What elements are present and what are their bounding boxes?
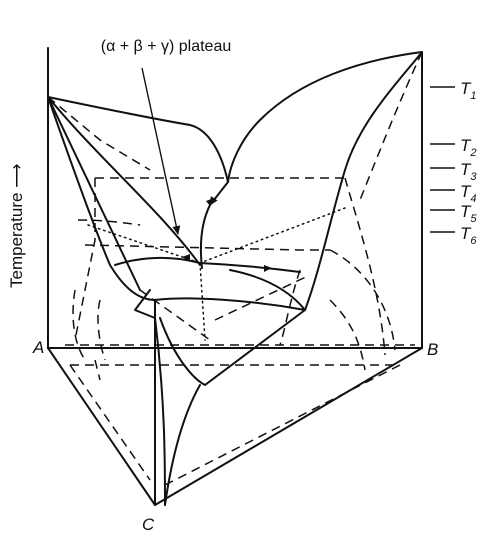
inner-dash-cross — [140, 290, 210, 340]
temperature-ticks: T1 T2 T3 T4 T5 T6 — [430, 79, 477, 247]
inner-arc-2 — [98, 300, 105, 360]
front-surface-2 — [155, 318, 165, 505]
corner-label-c: C — [142, 515, 155, 534]
inner-dash-cross2 — [215, 275, 310, 320]
plateau-lower — [155, 298, 305, 310]
tick-label-t6: T6 — [460, 224, 477, 247]
plateau-pointer-line — [142, 68, 178, 234]
isotherm-t4 — [85, 245, 330, 250]
tick-label-t2: T2 — [460, 136, 477, 159]
base-edge-bc — [155, 348, 422, 505]
base-dash-c-left — [70, 365, 150, 480]
inner-arc-3 — [330, 300, 365, 370]
tie-line-down — [200, 263, 205, 340]
prism-frame — [48, 48, 422, 505]
liquidus-b-side — [305, 52, 422, 310]
inner-dash-vert-1 — [95, 360, 100, 380]
tick-label-t3: T3 — [460, 160, 477, 183]
monovariant-ab — [201, 182, 228, 268]
upper-dash-b — [360, 52, 422, 200]
tick-label-t5: T5 — [460, 202, 477, 225]
liquidus-a-top-curve — [48, 97, 228, 182]
temperature-axis-title: Temperature ⟶ — [7, 163, 26, 288]
arrow-bc — [264, 265, 272, 272]
base-edge-ac — [48, 348, 155, 505]
liquidus-a-side — [48, 97, 155, 300]
corner-label-b: B — [427, 340, 438, 359]
isotherm-t5-curve — [330, 250, 395, 350]
plateau-right — [200, 263, 300, 272]
front-surface-3 — [165, 385, 200, 505]
tie-line-right — [200, 208, 345, 263]
tick-label-t1: T1 — [460, 79, 477, 102]
isotherm-sections — [48, 52, 422, 485]
plateau-tie-lines — [88, 208, 345, 340]
liquidus-b-top-curve — [228, 52, 422, 182]
corner-label-a: A — [32, 338, 44, 357]
plateau-annotation: (α + β + γ) plateau — [101, 38, 232, 55]
